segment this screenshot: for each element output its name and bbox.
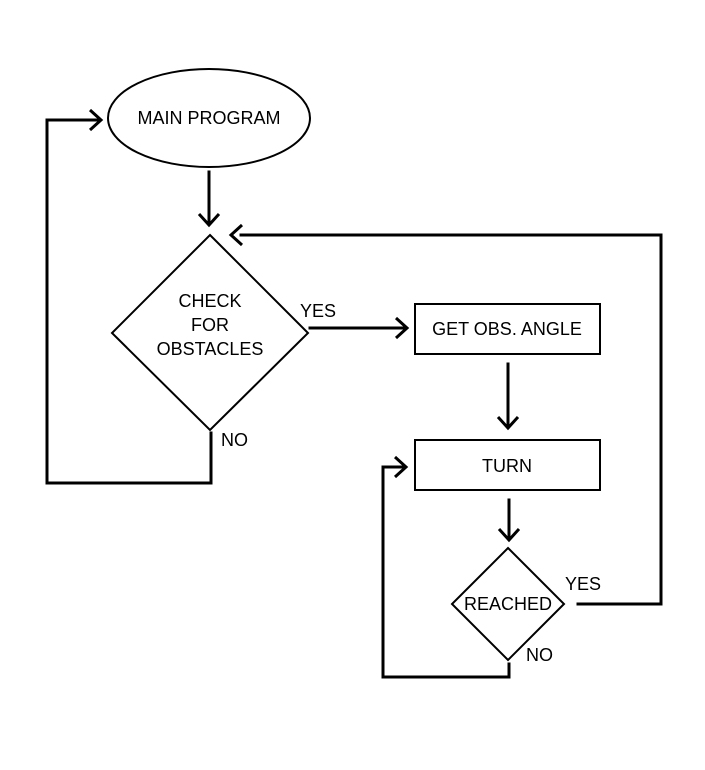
node-turn: TURN <box>414 439 601 491</box>
reached-yes-label: YES <box>565 574 601 594</box>
reached-no-label: NO <box>526 645 553 665</box>
check-obstacles-label-line-3: OBSTACLES <box>157 339 264 359</box>
node-reached: REACHED <box>450 546 566 662</box>
main-program-ellipse <box>107 68 311 168</box>
arrow-reached-no-line <box>381 465 511 679</box>
reached-diamond <box>450 546 566 662</box>
reached-label: REACHED <box>464 594 552 614</box>
arrow-check-no-loop <box>45 108 213 485</box>
arrow-reached-no-head <box>393 455 409 479</box>
turn-label: TURN <box>482 456 532 476</box>
check-no-label: NO <box>221 430 248 450</box>
check-obstacles-label-line-2: FOR <box>191 315 229 335</box>
arrow-reached-yes-head <box>228 223 244 247</box>
arrow-reached-yes-loop <box>228 223 663 606</box>
get-obs-angle-label: GET OBS. ANGLE <box>432 319 582 339</box>
get-obs-angle-box <box>414 303 601 355</box>
arrow-reached-yes-line <box>239 233 663 606</box>
node-main-program: MAIN PROGRAM <box>107 68 311 168</box>
arrow-turn-to-reached <box>497 498 521 543</box>
arrow-check-yes-to-get-angle <box>308 316 410 340</box>
check-yes-label: YES <box>300 301 336 321</box>
arrow-check-yes-head <box>394 316 410 340</box>
arrow-main-to-check <box>197 170 221 228</box>
node-check-obstacles: CHECK FOR OBSTACLES <box>110 233 310 432</box>
check-obstacles-diamond <box>110 233 310 432</box>
arrow-check-no-line <box>45 118 213 485</box>
arrow-turn-to-reached-head <box>497 527 521 543</box>
arrow-get-angle-to-turn-head <box>496 415 520 431</box>
main-program-label: MAIN PROGRAM <box>137 108 280 128</box>
node-get-obs-angle: GET OBS. ANGLE <box>414 303 601 355</box>
arrow-get-angle-to-turn <box>496 362 520 431</box>
turn-box <box>414 439 601 491</box>
arrow-main-to-check-head <box>197 212 221 228</box>
arrow-check-no-head <box>88 108 104 132</box>
arrow-reached-no-loop <box>381 455 511 679</box>
check-obstacles-label-line-1: CHECK <box>178 291 241 311</box>
